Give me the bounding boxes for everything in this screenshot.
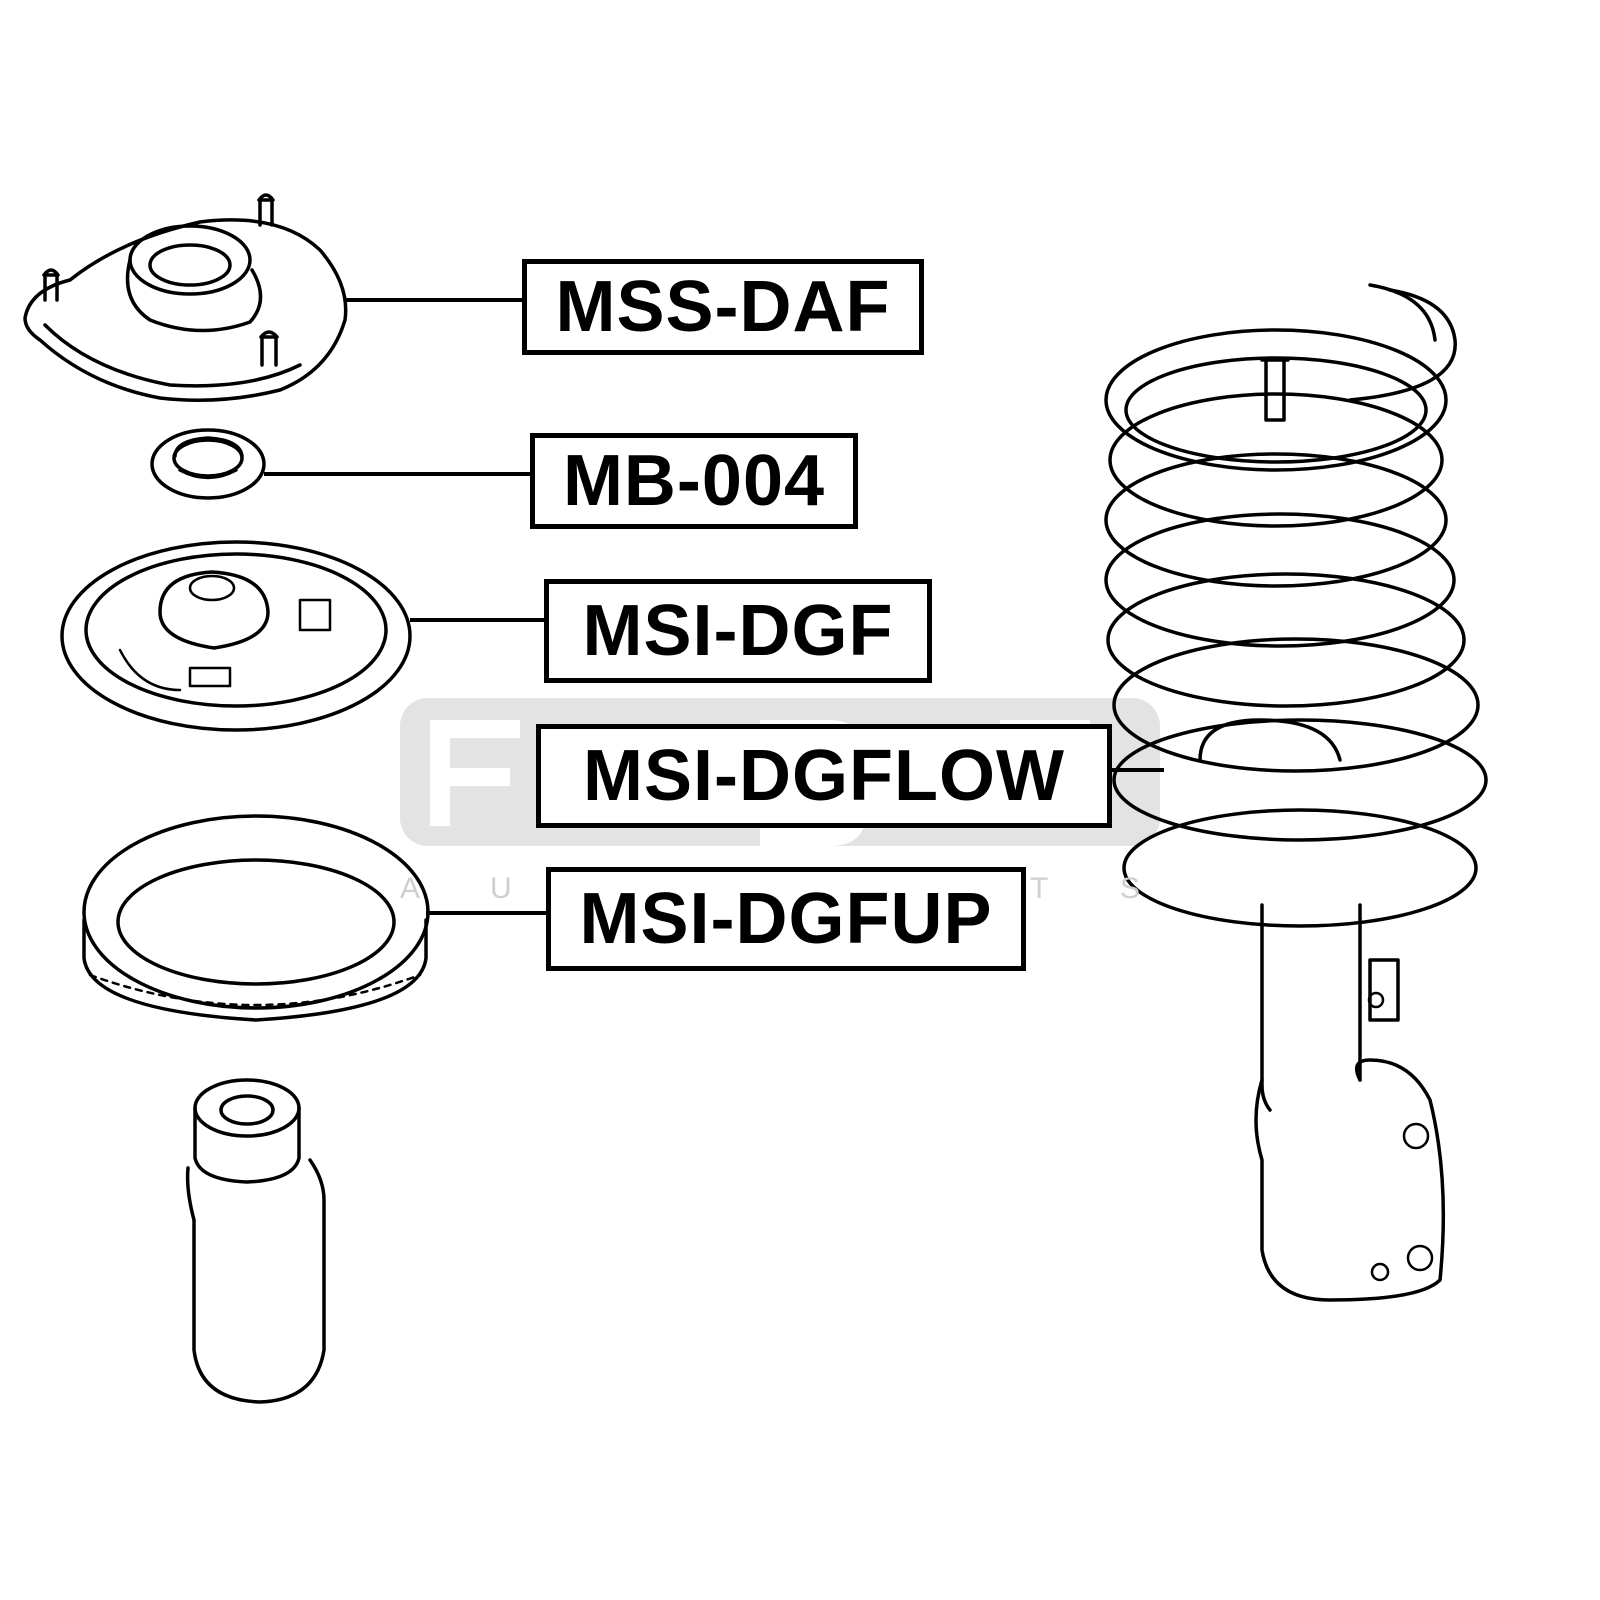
watermark-letter: U: [490, 872, 512, 905]
lower-spring-seat-drawing: [82, 814, 430, 1022]
part-label-msi-dgf[interactable]: MSI-DGF: [544, 579, 932, 683]
watermark-letter: A: [400, 872, 421, 905]
leader-lines: [264, 298, 1164, 915]
strut-top-mount-drawing: [23, 193, 348, 402]
watermark-letter: S: [1120, 872, 1141, 905]
part-label-mb-004[interactable]: MB-004: [530, 433, 858, 529]
dust-boot-drawing: [185, 1078, 326, 1404]
strut-bearing-drawing: [150, 428, 266, 500]
upper-spring-seat-drawing: [60, 540, 412, 732]
part-label-msi-dgfup[interactable]: MSI-DGFUP: [546, 867, 1026, 971]
strut-assembly-drawing: [1104, 283, 1488, 1302]
part-label-mss-daf[interactable]: MSS-DAF: [522, 259, 924, 355]
part-label-msi-dgflow[interactable]: MSI-DGFLOW: [536, 724, 1112, 828]
watermark-letter: T: [1030, 872, 1049, 905]
